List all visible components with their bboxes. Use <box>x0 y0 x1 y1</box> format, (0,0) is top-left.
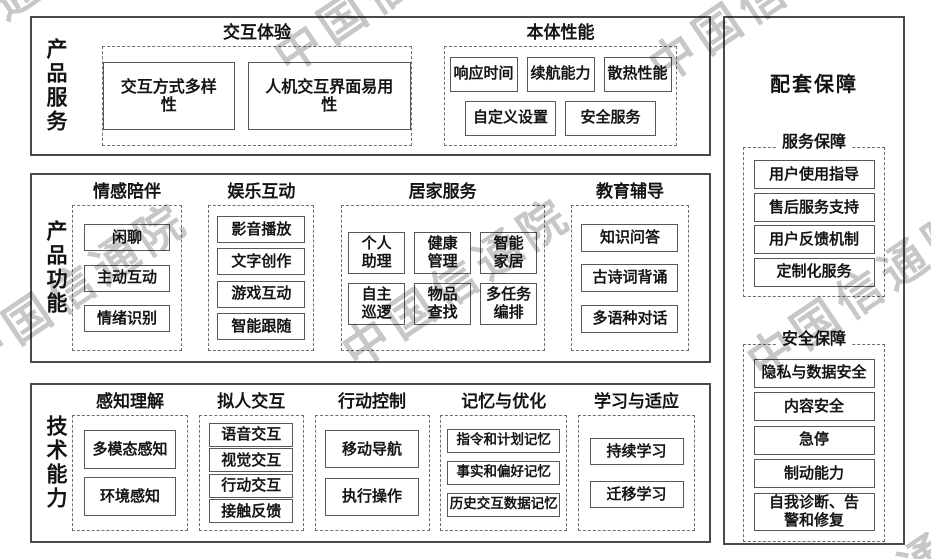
group-outline: 影音播放 文字创作 游戏互动 智能跟随 <box>208 205 315 351</box>
diagram-box: 迁移学习 <box>589 481 684 509</box>
group-outline: 知识问答 古诗词背诵 多语种对话 <box>570 205 689 351</box>
group-home-services: 居家服务 个人 助理 健康 管理 智能 家居 自主 巡逻 物品 查找 多任务 编… <box>340 175 545 351</box>
diagram-box: 智能跟随 <box>217 312 306 340</box>
panel-label-product-functions: 产品功能 <box>44 220 68 316</box>
group-outline: 指令和计划记忆 事实和偏好记忆 历史交互数据记忆 <box>440 415 568 531</box>
group-humanlike-interaction: 拟人交互 语音交互 视觉交互 行动交互 接触反馈 <box>198 385 304 531</box>
diagram-box: 安全服务 <box>565 100 656 136</box>
diagram-box: 移动导航 <box>325 430 419 469</box>
diagram-box: 行动交互 <box>209 473 294 498</box>
section-safety-guarantee: 安全保障 隐私与数据安全 内容安全 急停 制动能力 自我诊断、告 警和修复 <box>743 330 885 542</box>
diagram-box: 人机交互界面易用性 <box>247 62 411 130</box>
panel-label-technical-capabilities: 技术能力 <box>44 415 68 511</box>
diagram-box: 健康 管理 <box>414 231 472 274</box>
group-outline: 交互方式多样性 人机交互界面易用性 <box>102 46 412 146</box>
section-service-guarantee: 服务保障 用户使用指导 售后服务支持 用户反馈机制 定制化服务 <box>743 133 885 297</box>
diagram-box: 语音交互 <box>209 422 294 447</box>
diagram-box: 个人 助理 <box>348 231 406 274</box>
diagram-box: 历史交互数据记忆 <box>447 493 561 517</box>
diagram-box: 视觉交互 <box>209 448 294 473</box>
section-items: 隐私与数据安全 内容安全 急停 制动能力 自我诊断、告 警和修复 <box>744 345 884 541</box>
diagram-box: 用户使用指导 <box>753 160 875 190</box>
groups-area: 感知理解 多模态感知 环境感知 拟人交互 语音交互 视觉交互 行动交互 接触反馈… <box>72 385 709 541</box>
diagram-box: 自定义设置 <box>465 100 556 136</box>
diagram-box: 响应时间 <box>449 56 518 92</box>
diagram-box: 指令和计划记忆 <box>447 429 561 453</box>
section-title: 服务保障 <box>776 133 852 151</box>
group-outline: 持续学习 迁移学习 <box>578 415 695 531</box>
diagram-box: 隐私与数据安全 <box>753 358 875 388</box>
group-title: 居家服务 <box>408 182 477 202</box>
side-panel-title: 配套保障 <box>770 72 858 96</box>
groups-area: 情感陪伴 闲聊 主动互动 情绪识别 娱乐互动 影音播放 文字创作 游戏互动 智能… <box>72 175 709 361</box>
panel-technical-capabilities: 技术能力 感知理解 多模态感知 环境感知 拟人交互 语音交互 视觉交互 行动交互… <box>30 383 711 543</box>
diagram-box: 多语种对话 <box>581 304 679 333</box>
group-outline: 多模态感知 环境感知 <box>72 415 188 531</box>
group-memory-optimization: 记忆与优化 指令和计划记忆 事实和偏好记忆 历史交互数据记忆 <box>440 385 568 531</box>
group-interaction-experience: 交互体验 交互方式多样性 人机交互界面易用性 <box>102 18 412 146</box>
diagram-box: 游戏互动 <box>217 280 306 308</box>
group-title: 拟人交互 <box>217 392 286 412</box>
panel-product-services: 产品服务 交互体验 交互方式多样性 人机交互界面易用性 本体性能 响应时间 续航… <box>30 16 711 156</box>
diagram-box: 售后服务支持 <box>753 192 875 222</box>
diagram-box: 制动能力 <box>753 459 875 488</box>
diagram-box: 内容安全 <box>753 392 875 421</box>
group-title: 交互体验 <box>223 23 291 43</box>
group-title: 娱乐互动 <box>227 182 296 202</box>
diagram-box: 主动互动 <box>84 264 170 292</box>
group-perception-understanding: 感知理解 多模态感知 环境感知 <box>72 385 188 531</box>
watermark-text: 中国信通院 <box>269 542 526 559</box>
group-title: 学习与适应 <box>594 392 679 412</box>
group-title: 本体性能 <box>526 23 595 43</box>
diagram-box: 智能 家居 <box>480 231 538 274</box>
diagram-box: 交互方式多样性 <box>103 62 235 130</box>
diagram-box: 用户反馈机制 <box>753 225 875 255</box>
group-title: 行动控制 <box>338 392 406 412</box>
group-action-control: 行动控制 移动导航 执行操作 <box>314 385 430 531</box>
diagram-box: 古诗词背诵 <box>581 264 679 292</box>
diagram-box: 续航能力 <box>526 56 595 92</box>
diagram-box: 执行操作 <box>325 477 419 516</box>
panel-supporting-guarantee: 配套保障 服务保障 用户使用指导 售后服务支持 用户反馈机制 定制化服务 安全保… <box>723 16 905 545</box>
panel-product-functions: 产品功能 情感陪伴 闲聊 主动互动 情绪识别 娱乐互动 影音播放 文字创作 游戏… <box>30 173 711 363</box>
diagram-box: 物品 查找 <box>414 282 472 325</box>
group-title: 情感陪伴 <box>93 182 161 202</box>
diagram-box: 文字创作 <box>217 248 306 276</box>
section-title: 安全保障 <box>776 330 852 348</box>
diagram-box: 情绪识别 <box>84 304 170 332</box>
group-education-tutoring: 教育辅导 知识问答 古诗词背诵 多语种对话 <box>570 175 689 351</box>
diagram-box: 环境感知 <box>84 477 176 517</box>
group-body-performance: 本体性能 响应时间 续航能力 散热性能 自定义设置 安全服务 <box>444 18 677 146</box>
diagram-box: 定制化服务 <box>753 257 875 287</box>
group-entertainment-interaction: 娱乐互动 影音播放 文字创作 游戏互动 智能跟随 <box>208 175 315 351</box>
section-items: 用户使用指导 售后服务支持 用户反馈机制 定制化服务 <box>744 148 884 296</box>
diagram-box: 持续学习 <box>589 437 684 465</box>
groups-area: 交互体验 交互方式多样性 人机交互界面易用性 本体性能 响应时间 续航能力 散热… <box>72 18 709 154</box>
group-outline: 个人 助理 健康 管理 智能 家居 自主 巡逻 物品 查找 多任务 编排 <box>340 205 545 351</box>
diagram-box: 多模态感知 <box>84 429 176 469</box>
group-learning-adaptation: 学习与适应 持续学习 迁移学习 <box>578 385 695 531</box>
group-title: 感知理解 <box>96 392 164 412</box>
diagram-box: 散热性能 <box>603 56 672 92</box>
diagram-box: 事实和偏好记忆 <box>447 461 561 485</box>
diagram-box: 自主 巡逻 <box>348 282 406 325</box>
group-title: 教育辅导 <box>595 182 664 202</box>
diagram-box: 影音播放 <box>217 216 306 244</box>
group-outline: 移动导航 执行操作 <box>314 415 430 531</box>
group-outline: 闲聊 主动互动 情绪识别 <box>72 205 182 351</box>
diagram-box: 闲聊 <box>84 224 170 252</box>
diagram-box: 自我诊断、告 警和修复 <box>753 492 875 531</box>
diagram-box: 知识问答 <box>581 223 679 252</box>
group-outline: 响应时间 续航能力 散热性能 自定义设置 安全服务 <box>444 46 677 146</box>
diagram-box: 急停 <box>753 425 875 455</box>
diagram-box: 多任务 编排 <box>480 282 538 325</box>
panel-label-product-services: 产品服务 <box>44 38 68 134</box>
group-title: 记忆与优化 <box>461 392 547 412</box>
group-outline: 语音交互 视觉交互 行动交互 接触反馈 <box>198 415 304 531</box>
watermark-text: 中国信通院 <box>0 544 216 559</box>
group-emotional-companionship: 情感陪伴 闲聊 主动互动 情绪识别 <box>72 175 182 351</box>
diagram-box: 接触反馈 <box>209 499 294 524</box>
